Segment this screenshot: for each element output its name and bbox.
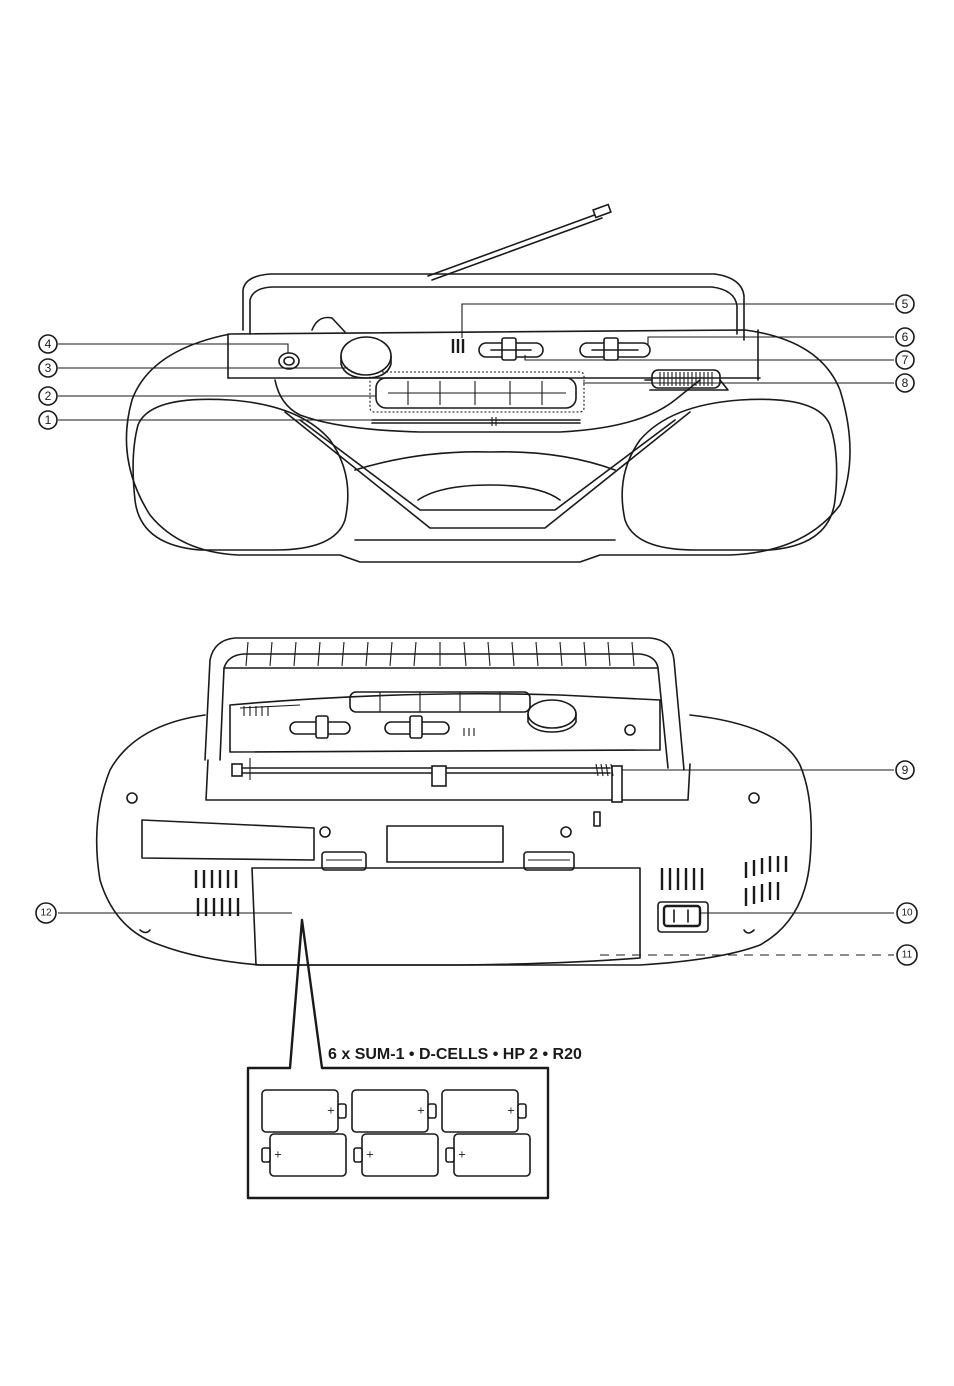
svg-text:11: 11: [902, 950, 913, 961]
callout-5: 5: [896, 295, 914, 313]
telescopic-antenna: [232, 758, 622, 802]
battery-cell-5: +: [354, 1134, 438, 1176]
callout-1: 1: [39, 411, 57, 429]
svg-text:4: 4: [45, 337, 52, 351]
svg-text:6: 6: [902, 330, 909, 344]
rear-view: [58, 638, 894, 965]
right-vent: [662, 856, 786, 906]
rear-body-outline: [97, 715, 812, 965]
svg-text:+: +: [458, 1150, 466, 1161]
svg-text:3: 3: [45, 361, 52, 375]
callout-4: 4: [39, 335, 57, 353]
svg-text:+: +: [327, 1106, 335, 1117]
callout-8: 8: [896, 374, 914, 392]
svg-text:7: 7: [902, 353, 909, 367]
svg-text:10: 10: [901, 908, 913, 919]
battery-cell-3: +: [442, 1090, 526, 1132]
front-view: [58, 205, 894, 562]
battery-cell-4: +: [262, 1134, 346, 1176]
svg-text:+: +: [507, 1106, 515, 1117]
battery-cell-2: +: [352, 1090, 436, 1132]
svg-text:9: 9: [902, 763, 909, 777]
svg-text:8: 8: [902, 376, 909, 390]
battery-cell-1: +: [262, 1090, 346, 1132]
tuning-knob: [652, 370, 720, 388]
battery-compartment-lid: [252, 868, 640, 965]
battery-caption: 6 x SUM-1 • D-CELLS • HP 2 • R20: [328, 1046, 582, 1063]
svg-text:+: +: [366, 1150, 374, 1161]
callout-6: 6: [896, 328, 914, 346]
callout-9: 9: [896, 761, 914, 779]
left-speaker: [133, 399, 348, 550]
front-leader-lines: [58, 304, 894, 420]
callout-12: 12: [36, 903, 56, 923]
svg-text:+: +: [274, 1150, 282, 1161]
svg-text:12: 12: [40, 908, 52, 919]
callout-10: 10: [897, 903, 917, 923]
callout-2: 2: [39, 387, 57, 405]
ac-mains-socket: [658, 902, 708, 932]
battery-inset: 6 x SUM-1 • D-CELLS • HP 2 • R20 + + + +…: [248, 920, 582, 1198]
battery-cell-6: +: [446, 1134, 530, 1176]
callout-11: 11: [897, 945, 917, 965]
headphone-jack: [279, 353, 299, 369]
front-antenna: [428, 205, 611, 280]
svg-text:1: 1: [45, 413, 52, 427]
svg-text:+: +: [417, 1106, 425, 1117]
svg-text:2: 2: [45, 389, 52, 403]
volume-knob: [341, 337, 391, 375]
right-speaker: [622, 399, 837, 550]
svg-text:5: 5: [902, 297, 909, 311]
callout-3: 3: [39, 359, 57, 377]
callout-7: 7: [896, 351, 914, 369]
left-vent: [196, 870, 238, 916]
